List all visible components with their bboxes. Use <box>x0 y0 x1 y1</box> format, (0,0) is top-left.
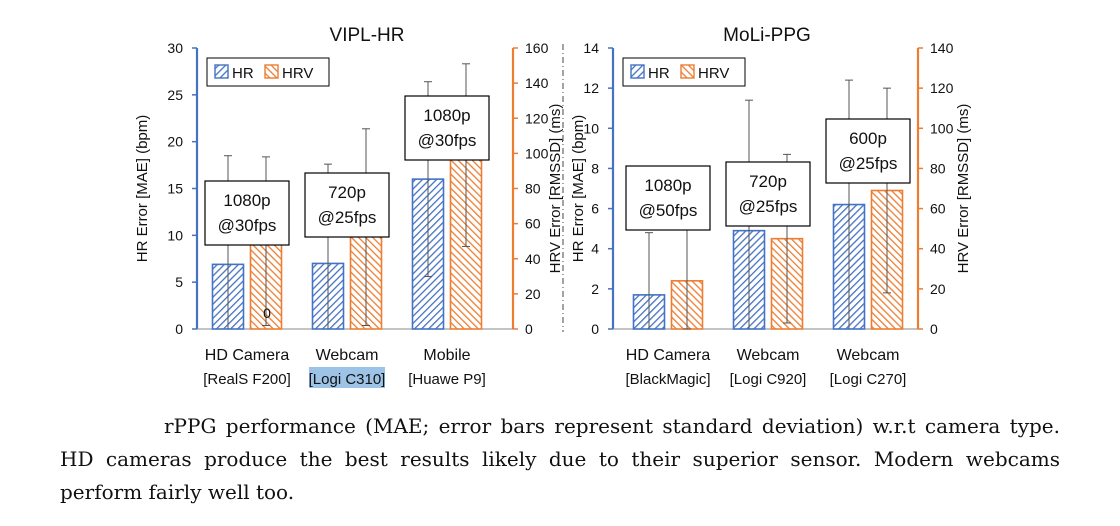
y-axis-label-left: HR Error [MAE] (bpm) <box>570 115 587 263</box>
left-tick-label: 0 <box>591 321 599 337</box>
left-tick-label: 4 <box>591 241 599 257</box>
caption-text: rPPG performance (MAE; error bars repres… <box>60 414 1060 504</box>
legend-swatch-hr <box>630 64 645 79</box>
right-tick-label: 100 <box>525 145 549 161</box>
right-tick-label: 40 <box>930 241 946 257</box>
right-tick-label: 80 <box>930 160 946 176</box>
stray-data-label: 0 <box>263 305 271 321</box>
framerate-label: @25fps <box>839 154 898 173</box>
figure-caption: rPPG performance (MAE; error bars repres… <box>60 410 1060 509</box>
category-sublabel: [BlackMagic] <box>625 371 710 388</box>
right-tick-label: 60 <box>525 216 541 232</box>
right-tick-label: 20 <box>525 286 541 302</box>
resolution-box <box>204 180 290 246</box>
right-tick-label: 0 <box>525 321 533 337</box>
category-label: HD Camera <box>205 347 290 364</box>
chart-panel-1: VIPL-HR 0 5 10 15 20 25 30 0 20 40 60 80 100 120 140 160… <box>134 25 564 388</box>
right-tick-label: 100 <box>930 120 954 136</box>
framerate-label: @25fps <box>739 197 798 216</box>
resolution-label: 600p <box>849 129 887 148</box>
category-sublabel: [Logi C310] <box>309 371 386 388</box>
resolution-label: 720p <box>328 183 366 202</box>
left-tick-label: 12 <box>583 80 599 96</box>
category-label: Webcam <box>737 347 800 364</box>
left-tick-label: 25 <box>167 87 183 103</box>
legend-label-hrv: HRV <box>282 65 313 82</box>
left-tick-label: 2 <box>591 281 599 297</box>
left-tick-label: 20 <box>167 134 183 150</box>
category-label: Webcam <box>316 347 379 364</box>
framerate-label: @30fps <box>418 131 477 150</box>
framerate-label: @50fps <box>639 201 698 220</box>
right-tick-label: 80 <box>525 181 541 197</box>
category-label: HD Camera <box>626 347 711 364</box>
chart-title: MoLi-PPG <box>723 25 811 46</box>
left-tick-label: 10 <box>583 120 599 136</box>
left-tick-label: 14 <box>583 40 599 56</box>
left-tick-label: 15 <box>167 181 183 197</box>
category-sublabel: [Logi C920] <box>730 371 807 388</box>
chart-panel-2: MoLi-PPG02468101214020406080100120140HR … <box>570 25 972 388</box>
resolution-box <box>825 118 911 184</box>
legend-swatch-hrv <box>680 64 695 79</box>
category-label: Mobile <box>423 347 470 364</box>
resolution-box <box>404 95 490 161</box>
left-tick-label: 5 <box>175 274 183 290</box>
chart-title: VIPL-HR <box>330 25 405 46</box>
legend-label-hrv: HRV <box>698 65 729 82</box>
figure: VIPL-HR051015202530020406080100120140160… <box>134 25 972 388</box>
left-tick-label: 30 <box>167 40 183 56</box>
right-tick-label: 120 <box>525 110 549 126</box>
resolution-label: 720p <box>749 172 787 191</box>
resolution-label: 1080p <box>423 106 470 125</box>
y-axis-label-left: HR Error [MAE] (bpm) <box>134 115 151 263</box>
right-tick-label: 0 <box>930 321 938 337</box>
text-highlight <box>309 367 385 388</box>
resolution-label: 1080p <box>644 176 691 195</box>
right-tick-label: 40 <box>525 251 541 267</box>
legend-swatch-hrv <box>264 64 279 79</box>
category-sublabel: [RealS F200] <box>203 371 291 388</box>
framerate-label: @30fps <box>218 216 277 235</box>
right-tick-label: 140 <box>525 75 549 91</box>
resolution-label: 1080p <box>223 191 270 210</box>
y-axis-label-right: HRV Error [RMSSD] (ms) <box>955 104 972 274</box>
left-tick-label: 0 <box>175 321 183 337</box>
legend-label-hr: HR <box>232 65 254 82</box>
right-tick-label: 160 <box>525 40 549 56</box>
category-sublabel: [Logi C270] <box>830 371 907 388</box>
y-axis-label-right: HRV Error [RMSSD] (ms) <box>547 104 564 274</box>
right-tick-label: 20 <box>930 281 946 297</box>
left-tick-label: 8 <box>591 160 599 176</box>
left-tick-label: 6 <box>591 201 599 217</box>
legend-swatch-hr <box>214 64 229 79</box>
resolution-box <box>725 161 811 227</box>
resolution-box <box>625 165 711 231</box>
right-tick-label: 60 <box>930 201 946 217</box>
resolution-box <box>304 172 390 238</box>
right-tick-label: 120 <box>930 80 954 96</box>
right-tick-label: 140 <box>930 40 954 56</box>
category-label: Webcam <box>837 347 900 364</box>
category-sublabel: [Huawe P9] <box>408 371 486 388</box>
framerate-label: @25fps <box>318 208 377 227</box>
left-tick-label: 10 <box>167 227 183 243</box>
legend-label-hr: HR <box>648 65 670 82</box>
